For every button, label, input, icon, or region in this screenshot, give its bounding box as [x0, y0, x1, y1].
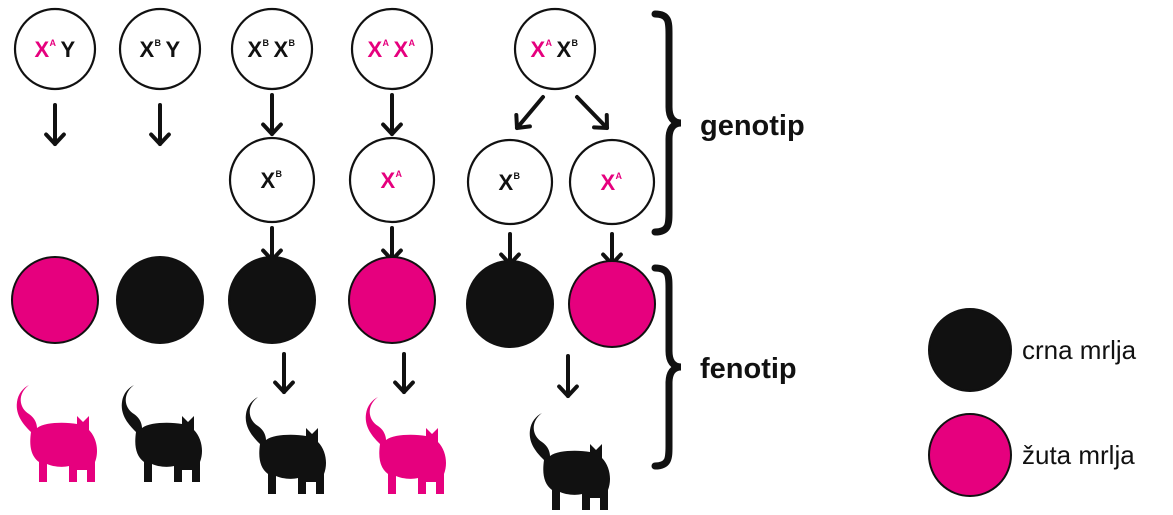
arrow-icon — [514, 95, 545, 130]
fenotip-label: fenotip — [700, 353, 797, 385]
arrow-icon — [261, 93, 283, 136]
allele-superscript: A — [546, 38, 553, 48]
black-cat-icon — [245, 397, 326, 494]
allele-letter: X — [394, 37, 409, 62]
genotip-brace — [651, 10, 682, 236]
allele-letter: X — [140, 37, 155, 62]
allele-superscript: B — [155, 38, 162, 48]
arrow-icon — [499, 232, 521, 266]
allele-letter: X — [274, 37, 289, 62]
pink-cat-icon — [365, 397, 446, 494]
arrow-icon — [381, 93, 403, 136]
calico-cat-icon — [529, 413, 610, 510]
allele-letter: X — [261, 168, 276, 193]
arrow-icon — [393, 352, 415, 394]
allele-letter: X — [557, 37, 572, 62]
allele-superscript: A — [383, 38, 390, 48]
legend-swatch — [928, 308, 1012, 392]
arrow-icon — [44, 103, 66, 146]
allele-letter: Y — [61, 37, 76, 62]
arrow-icon — [575, 95, 609, 130]
allele-letter: X — [368, 37, 383, 62]
legend-label: žuta mrlja — [1022, 440, 1135, 470]
allele-superscript: A — [396, 169, 403, 179]
phenotype-circle — [116, 256, 204, 344]
allele-letter: Y — [166, 37, 181, 62]
allele-superscript: B — [263, 38, 270, 48]
allele-letter: X — [35, 37, 50, 62]
allele-superscript: A — [409, 38, 416, 48]
legend-item: crna mrlja — [928, 308, 1137, 392]
allele-superscript: B — [514, 171, 521, 181]
allele-superscript: A — [616, 171, 623, 181]
allele-superscript: B — [572, 38, 579, 48]
allele-letter: X — [381, 168, 396, 193]
phenotype-circle — [568, 260, 656, 348]
allele-superscript: B — [289, 38, 296, 48]
arrow-icon — [149, 103, 171, 146]
pink-cat-icon — [16, 385, 98, 482]
arrow-icon — [273, 352, 295, 394]
allele-letter: X — [601, 170, 616, 195]
allele-superscript: B — [276, 169, 283, 179]
arrow-icon — [381, 226, 403, 262]
black-cat-icon — [121, 385, 202, 482]
phenotype-circle — [348, 256, 436, 344]
arrow-icon — [261, 226, 283, 262]
legend-label: crna mrlja — [1022, 335, 1137, 365]
fenotip-brace — [651, 264, 682, 470]
phenotype-circle — [11, 256, 99, 344]
allele-letter: X — [499, 170, 514, 195]
legend-swatch — [928, 413, 1012, 497]
phenotype-circle — [466, 260, 554, 348]
allele-superscript: A — [50, 38, 57, 48]
allele-letter: X — [248, 37, 263, 62]
allele-letter: X — [531, 37, 546, 62]
phenotype-circle — [228, 256, 316, 344]
legend-item: žuta mrlja — [928, 413, 1135, 497]
arrow-icon — [557, 354, 579, 398]
arrow-icon — [601, 232, 623, 266]
genotip-label: genotip — [700, 110, 805, 142]
